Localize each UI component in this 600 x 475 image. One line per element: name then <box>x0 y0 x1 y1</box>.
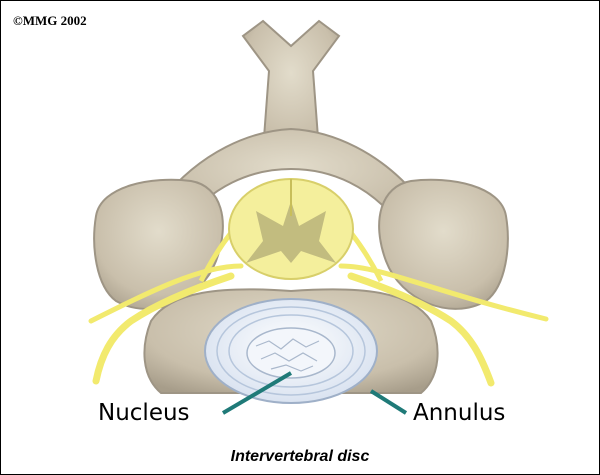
annulus-pointer <box>371 391 406 413</box>
diagram-caption: Intervertebral disc <box>1 448 599 466</box>
disc-nucleus <box>247 328 335 378</box>
copyright-text: ©MMG 2002 <box>13 13 87 29</box>
annulus-label: Annulus <box>413 400 505 426</box>
nucleus-label: Nucleus <box>98 400 190 426</box>
